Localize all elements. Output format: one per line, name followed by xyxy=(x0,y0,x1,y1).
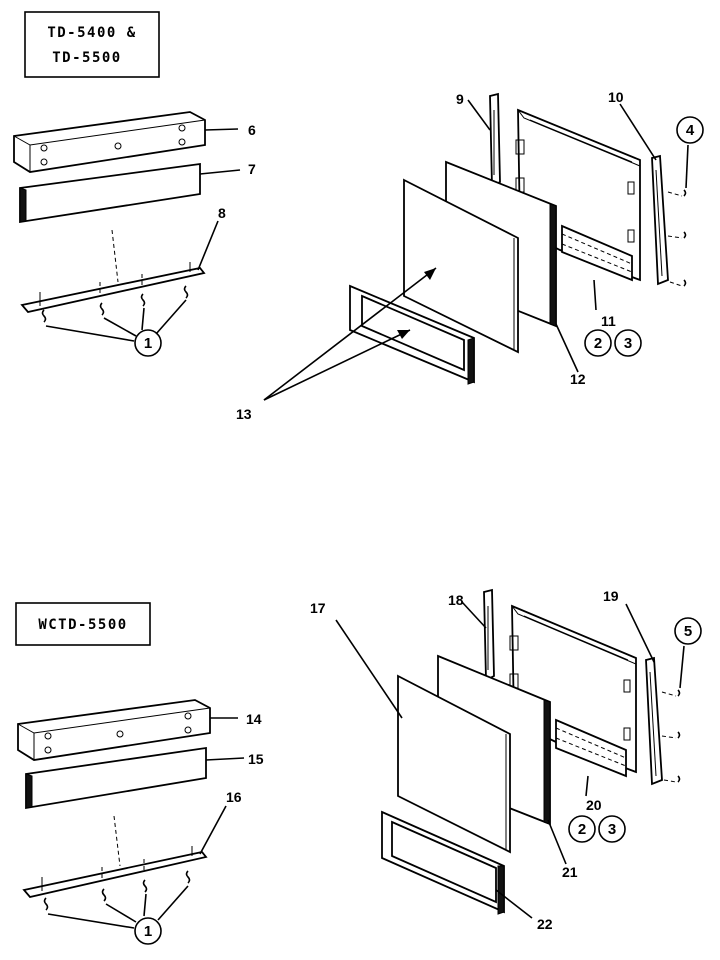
leader-4 xyxy=(685,144,689,189)
leader-20 xyxy=(585,775,589,797)
ref-circle-4 xyxy=(676,116,704,144)
ref-circle-2-top xyxy=(584,329,612,357)
leader-12 xyxy=(555,323,579,373)
callout-22: 22 xyxy=(537,916,553,932)
svg-text:4: 4 xyxy=(686,122,695,139)
part-11-channel xyxy=(561,224,633,282)
callout-9: 9 xyxy=(456,91,464,107)
ref-circle-1-bottom xyxy=(134,917,162,945)
leader-8 xyxy=(197,220,219,271)
svg-text:1: 1 xyxy=(144,335,152,352)
callout-13: 13 xyxy=(236,406,252,422)
svg-text:2: 2 xyxy=(594,335,602,352)
part-16-bracket xyxy=(22,846,208,898)
ref-circle-3-bottom xyxy=(598,815,626,843)
part-6-panel-trim xyxy=(13,111,206,173)
screws-5 xyxy=(677,689,681,783)
assembly-line xyxy=(111,229,119,283)
leader-21 xyxy=(547,819,567,865)
leader-11 xyxy=(593,279,597,311)
leader-9 xyxy=(467,99,491,131)
svg-text:5: 5 xyxy=(684,623,692,640)
part-15-panel-insert xyxy=(25,746,207,810)
callout-15: 15 xyxy=(248,751,264,767)
part-10-hinge-bar xyxy=(651,154,669,286)
leader-15 xyxy=(205,757,245,761)
leader-10 xyxy=(619,103,657,161)
callout-17: 17 xyxy=(310,600,326,616)
callout-12: 12 xyxy=(570,371,586,387)
part-17-outer-door xyxy=(397,674,511,854)
ref-circle-5 xyxy=(674,617,702,645)
screws-4 xyxy=(683,189,687,287)
part-9-hinge xyxy=(489,92,501,188)
callout-6: 6 xyxy=(248,122,256,138)
part-14-panel-trim xyxy=(17,699,211,761)
model-line-2: TD-5500 xyxy=(52,50,122,66)
leader-13a xyxy=(263,267,437,401)
leader-19 xyxy=(625,603,655,663)
svg-text:2: 2 xyxy=(578,821,586,838)
part-20-channel xyxy=(555,718,627,778)
callout-19: 19 xyxy=(603,588,619,604)
part-8-bracket xyxy=(20,262,206,313)
leader-6 xyxy=(204,128,239,131)
screws-1-top xyxy=(41,285,189,323)
leader-7 xyxy=(199,169,241,175)
callout-7: 7 xyxy=(248,161,256,177)
svg-text:1: 1 xyxy=(144,923,152,940)
part-22-kick-plate xyxy=(381,810,505,915)
ref-circle-3-top xyxy=(614,329,642,357)
ref-circle-1-top xyxy=(134,329,162,357)
leader-22 xyxy=(495,889,533,919)
part-13-outer-door xyxy=(403,178,519,354)
model-label-box xyxy=(24,11,160,78)
leader-17 xyxy=(335,619,403,719)
callout-11: 11 xyxy=(601,313,616,329)
leader-13b xyxy=(263,329,411,401)
model-label-box-2 xyxy=(15,602,151,646)
callout-10: 10 xyxy=(608,89,624,105)
model-line-wctd: WCTD-5500 xyxy=(38,617,127,633)
part-7-panel-insert xyxy=(19,162,201,224)
callout-18: 18 xyxy=(448,592,464,608)
callout-21: 21 xyxy=(562,864,578,880)
assembly-line-2 xyxy=(113,815,121,867)
svg-text:3: 3 xyxy=(624,335,632,352)
part-19-hinge-bar xyxy=(645,656,663,786)
ref-circle-2-bottom xyxy=(568,815,596,843)
section-wctd-5500: WCTD-5500 xyxy=(15,588,702,945)
leader-18 xyxy=(461,601,487,629)
screws-1-bottom xyxy=(43,870,191,911)
leader-1a xyxy=(45,325,135,342)
leader-5 xyxy=(679,645,685,689)
callout-8: 8 xyxy=(218,205,226,221)
svg-text:3: 3 xyxy=(608,821,616,838)
leader-1b xyxy=(47,913,135,929)
callout-14: 14 xyxy=(246,711,262,727)
part-18-hinge xyxy=(483,588,495,682)
leader-16 xyxy=(199,805,227,855)
callout-16: 16 xyxy=(226,789,242,805)
model-line-1: TD-5400 & xyxy=(47,25,136,41)
section-td-5400-5500: TD-5400 & TD-5500 xyxy=(13,11,704,422)
callout-20: 20 xyxy=(586,797,602,813)
